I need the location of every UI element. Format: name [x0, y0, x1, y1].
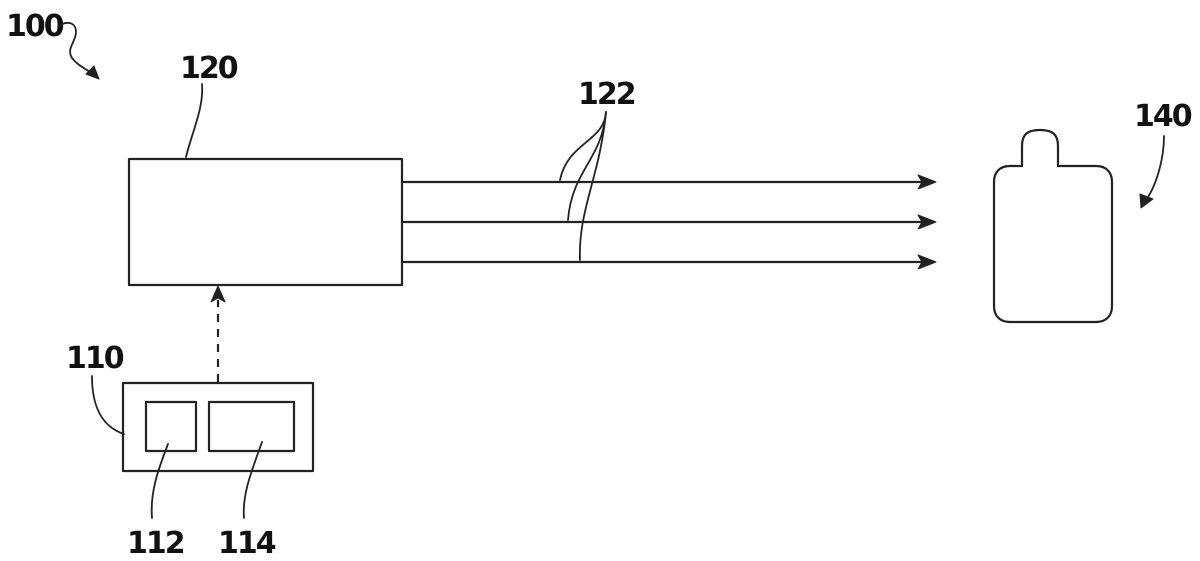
- block-110: [121, 381, 315, 473]
- arrowhead-100: [85, 65, 100, 80]
- leader-140: [1145, 135, 1165, 201]
- container-140: [992, 128, 1114, 324]
- block-114: [207, 400, 296, 453]
- leader-122-a: [559, 111, 607, 181]
- leader-100: [57, 21, 97, 77]
- arrowhead-140: [1139, 193, 1154, 209]
- arrowhead-out-1: [917, 174, 937, 190]
- leader-114: [242, 441, 263, 519]
- label-100: 100: [6, 9, 64, 44]
- label-114: 114: [218, 526, 276, 561]
- label-112: 112: [127, 526, 184, 561]
- arrowhead-out-3: [917, 254, 937, 270]
- label-120: 120: [180, 51, 238, 86]
- block-120: [127, 157, 404, 287]
- leader-110: [91, 375, 125, 435]
- leader-122-c: [579, 111, 607, 261]
- arrowhead-out-2: [917, 214, 937, 230]
- arrowhead-dashed: [210, 285, 226, 303]
- leader-112: [150, 443, 169, 519]
- label-122: 122: [578, 77, 635, 112]
- label-110: 110: [66, 341, 124, 376]
- block-112: [144, 400, 198, 453]
- label-140: 140: [1134, 99, 1192, 134]
- leader-120: [185, 83, 204, 158]
